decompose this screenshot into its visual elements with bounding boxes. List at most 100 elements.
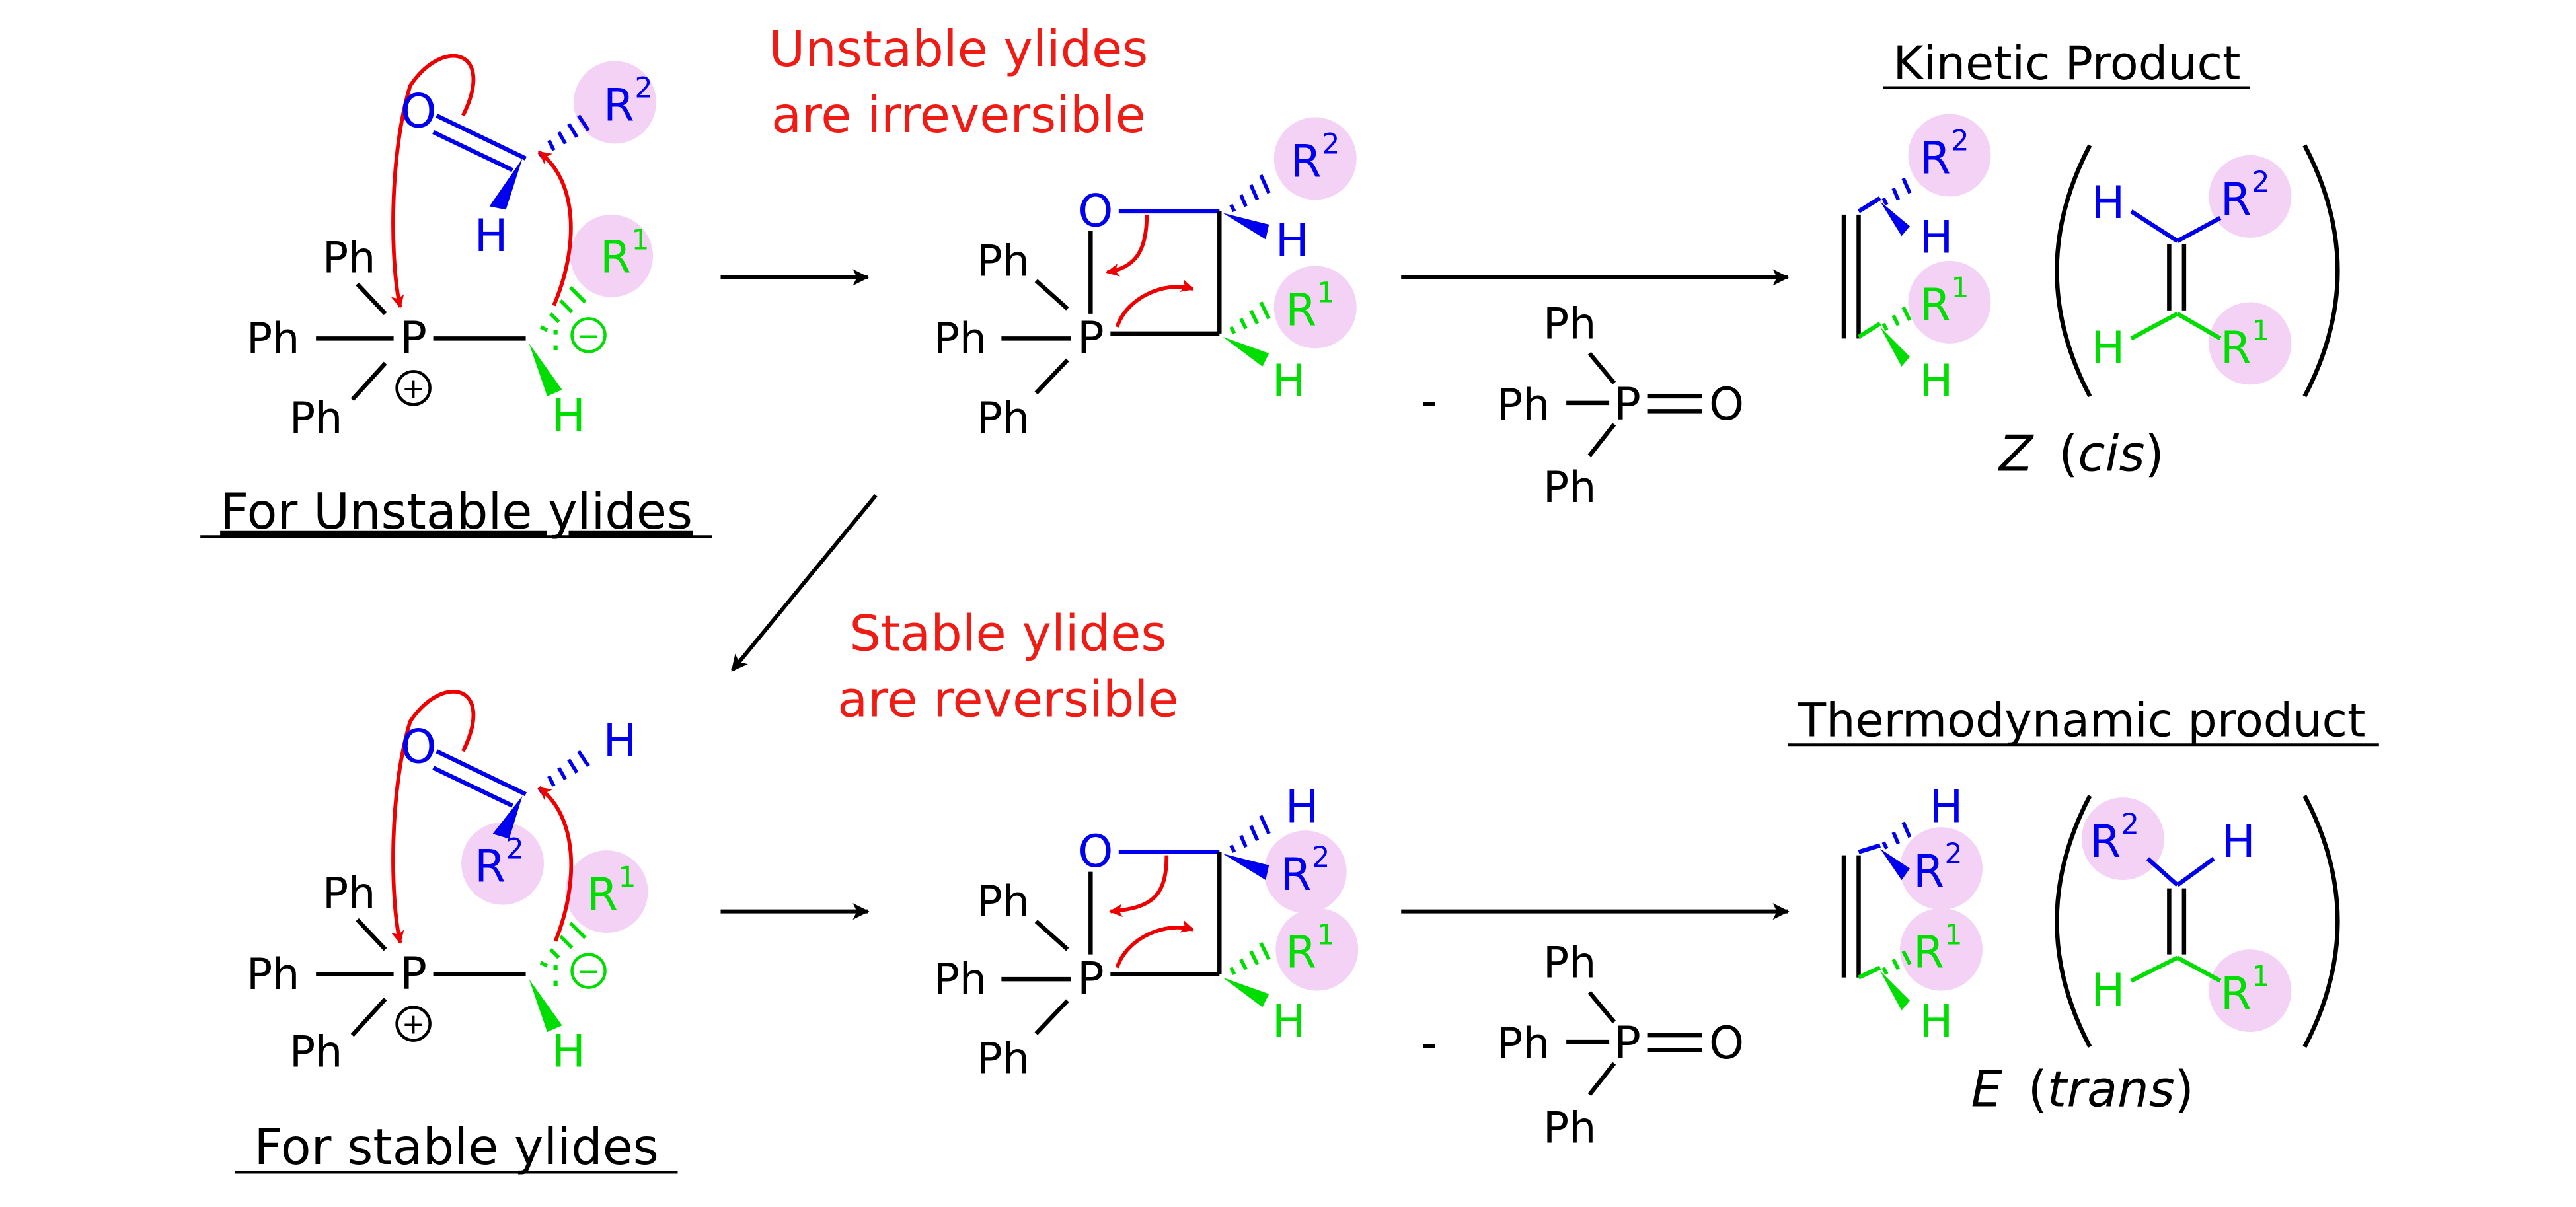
atom-h: H — [1920, 996, 1953, 1048]
lone-pair: : — [549, 949, 562, 996]
atom-h: H — [1272, 355, 1306, 407]
atom-oxygen: O — [400, 84, 437, 138]
paren: ( — [2059, 424, 2078, 482]
atom-h: H — [552, 389, 586, 441]
highlight-r2 — [1899, 827, 1983, 910]
atom-r2-sup: 2 — [506, 834, 524, 866]
atom-h: H — [1920, 355, 1953, 407]
label-for-unstable-ylides: For Unstable ylides — [220, 482, 693, 540]
plus-charge: + — [402, 373, 426, 405]
paren: ( — [2028, 1060, 2047, 1118]
atom-r2-sup: 2 — [1944, 838, 1962, 871]
atom-h: H — [1930, 781, 1963, 833]
minus-charge-circle — [570, 317, 607, 353]
atom-r2: R — [2220, 173, 2252, 225]
atom-h: H — [2222, 815, 2255, 867]
atom-phosphorus: P — [1077, 312, 1104, 364]
atom-ph: Ph — [977, 237, 1030, 286]
atom-phosphorus: P — [400, 947, 427, 1000]
atom-r1-sup: 1 — [632, 224, 650, 256]
atom-h: H — [603, 715, 637, 767]
title-kinetic-product: Kinetic Product — [1893, 36, 2240, 91]
atom-h: H — [1285, 781, 1319, 833]
atom-ph: Ph — [1543, 1104, 1596, 1153]
atom-r2: R — [1281, 848, 1312, 900]
minus-charge: − — [577, 320, 601, 352]
atom-h: H — [552, 1025, 586, 1078]
atom-r1: R — [600, 231, 631, 283]
atom-r1-sup: 1 — [2252, 961, 2269, 993]
highlight-r1 — [1275, 908, 1359, 991]
minus-sign: - — [1421, 1017, 1437, 1069]
atom-ph: Ph — [977, 394, 1030, 443]
atom-ph: Ph — [934, 955, 987, 1005]
title-unstable-line1: Unstable ylides — [769, 20, 1148, 78]
triphenylphosphine-oxide-top: - Ph Ph Ph P O — [1421, 299, 1745, 512]
oxaphosphetane-trans: O H R 2 Ph Ph Ph P R 1 H — [934, 781, 1359, 1084]
highlight-r2 — [2081, 797, 2164, 881]
atom-phosphorus: P — [1077, 953, 1104, 1005]
title-stable-line1: Stable ylides — [849, 604, 1166, 663]
atom-r1-sup: 1 — [1317, 920, 1335, 952]
plus-charge-circle — [395, 370, 432, 406]
atom-oxygen: O — [1709, 1017, 1744, 1069]
stable-ylide-reactant: O H R 2 Ph Ph Ph P + R 1 : − H — [246, 689, 648, 1078]
e-alkene-3d: H R 2 R 1 H — [1841, 781, 1983, 1048]
z-letter: Z — [1998, 424, 2034, 482]
atom-r2-sup: 2 — [1322, 128, 1340, 161]
highlight-r1 — [1908, 260, 1991, 344]
atom-ph: Ph — [289, 394, 342, 443]
highlight-r1 — [1273, 266, 1357, 349]
atom-oxygen: O — [1078, 825, 1113, 877]
atom-r1-sup: 1 — [1944, 920, 1962, 952]
atom-r1: R — [1913, 926, 1944, 978]
title-stable-line2: are reversible — [837, 671, 1178, 729]
atom-ph: Ph — [1543, 299, 1596, 349]
unstable-ylide-reactant: O R 2 H Ph Ph Ph P + R 1 : − H — [246, 54, 657, 443]
atom-oxygen: O — [400, 720, 437, 774]
e-letter: E — [1971, 1060, 2002, 1118]
atom-ph: Ph — [246, 950, 299, 1000]
plus-charge-circle — [395, 1006, 432, 1042]
lone-pair: : — [549, 314, 562, 360]
minus-charge: − — [577, 956, 601, 988]
atom-ph: Ph — [246, 314, 299, 364]
title-thermodynamic-product: Thermodynamic product — [1797, 694, 2365, 748]
z-alkene-flat: H R 2 H R 1 — [2055, 144, 2340, 398]
title-unstable-line2: are irreversible — [771, 86, 1145, 144]
atom-h: H — [2092, 964, 2125, 1016]
highlight-r1 — [2209, 302, 2292, 385]
atom-r2-sup: 2 — [1951, 125, 1969, 157]
label-for-stable-ylides: For stable ylides — [254, 1118, 659, 1176]
label-z-cis: Z (cis) — [1998, 424, 2164, 482]
label-e-trans: E (trans) — [1971, 1060, 2193, 1118]
atom-ph: Ph — [1543, 463, 1596, 513]
atom-r2-sup: 2 — [1312, 842, 1330, 874]
atom-r1: R — [587, 868, 618, 920]
atom-oxygen: O — [1709, 378, 1744, 430]
atom-h: H — [2092, 322, 2125, 374]
atom-ph: Ph — [977, 1035, 1030, 1084]
atom-phosphorus: P — [1614, 1017, 1641, 1069]
paren: ) — [2175, 1060, 2194, 1118]
atom-ph: Ph — [977, 877, 1030, 927]
atom-r2: R — [2090, 815, 2121, 867]
atom-ph: Ph — [1497, 381, 1550, 430]
highlight-r1 — [2209, 949, 2292, 1033]
trans-word: trans — [2047, 1060, 2175, 1118]
atom-r1: R — [2220, 322, 2252, 374]
svg-text:Z (cis): Z (cis) — [1998, 424, 2164, 482]
oxaphosphetane-cis: O R 2 H Ph Ph Ph P R 1 H — [934, 117, 1357, 443]
atom-r1-sup: 1 — [619, 861, 636, 894]
atom-r1-sup: 1 — [2252, 315, 2269, 347]
atom-phosphorus: P — [1614, 378, 1641, 430]
atom-r1-sup: 1 — [1951, 272, 1969, 305]
highlight-r2 — [574, 61, 657, 144]
atom-r1: R — [1920, 279, 1951, 331]
highlight-r1 — [565, 850, 648, 933]
cis-word: cis — [2078, 424, 2144, 482]
equilibration-arrow — [730, 494, 878, 672]
atom-r1-sup: 1 — [1317, 277, 1335, 309]
atom-r2: R — [603, 79, 634, 131]
atom-r1: R — [1285, 926, 1316, 978]
